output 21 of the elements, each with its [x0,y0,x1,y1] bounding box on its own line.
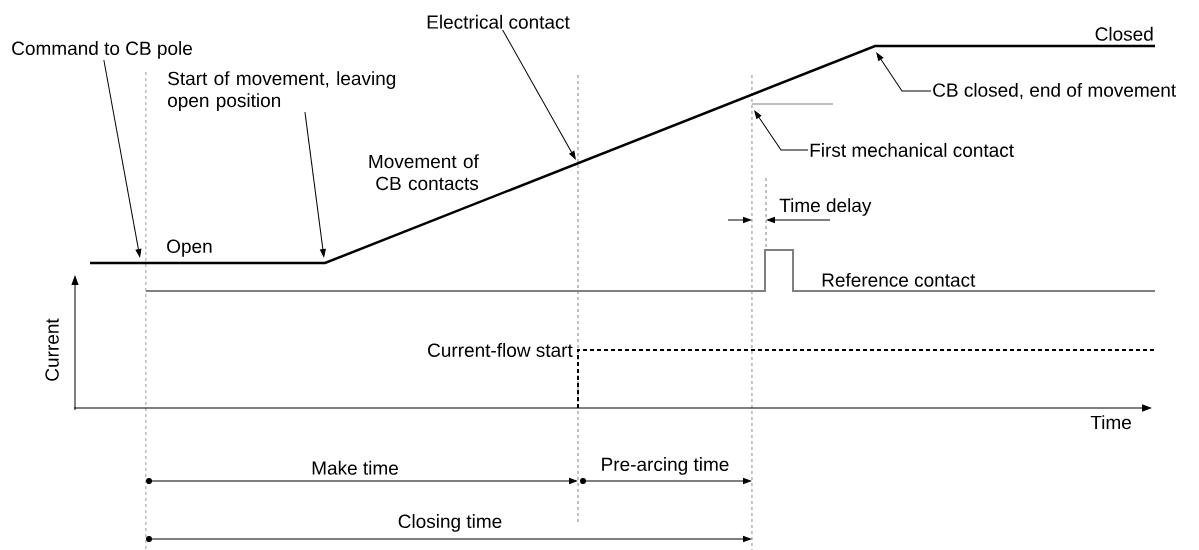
dimension-label: Time delay [779,198,872,216]
dimension-label: Pre-arcing time [602,457,729,475]
curve-label: Closed [1095,26,1153,41]
leader-line [103,59,142,257]
axis-label: Time [1090,415,1131,430]
callout-text: Command to CB pole [12,41,192,59]
leader-line [304,111,326,257]
leader-line [754,110,809,151]
curve-label: Reference contact [822,272,976,287]
callout-text: First mechanical contact [810,143,1014,157]
callout-text: Electrical contact [427,14,570,29]
callout-text: Start of movement, leaving open position [168,71,396,111]
curve-label: Movement of CB contacts [369,154,479,191]
leader-line [502,29,576,160]
axis-label: Current [45,318,59,381]
callout-text: CB closed, end of movement [933,82,1176,100]
curve-label: Open [167,239,212,257]
curve-label: Current-flow start [428,343,573,357]
leader-line [876,52,932,92]
dimension-label: Closing time [398,514,502,532]
dimension-label: Make time [312,460,398,475]
